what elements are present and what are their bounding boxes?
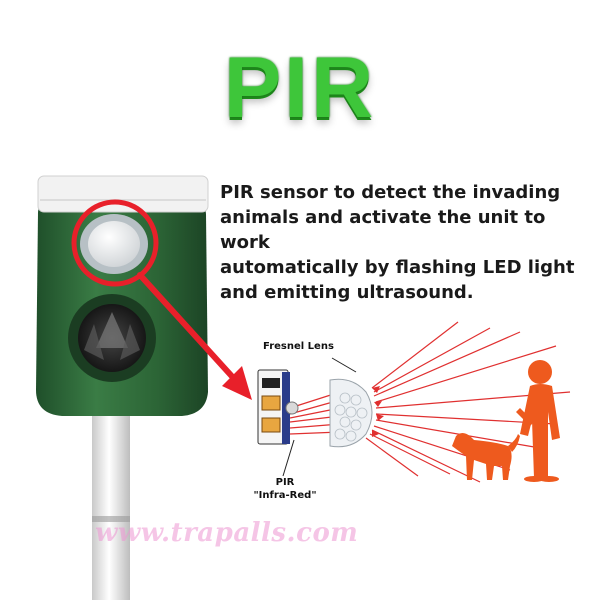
pir-sensor-lens [80, 214, 148, 274]
description-line: and emitting ultrasound. [220, 282, 474, 303]
highlight-circle [71, 199, 159, 287]
solar-top [37, 175, 209, 213]
pir-label: PIR "Infra-Red" [245, 476, 325, 502]
pir-label-line: PIR [275, 477, 295, 488]
red-arrow [137, 272, 252, 400]
watermark: www.trapalls.com [95, 518, 359, 548]
fresnel-lens-graphic [329, 378, 373, 448]
pir-circuit-module [257, 369, 299, 445]
stake-pole [92, 405, 130, 600]
fresnel-leader-line [331, 357, 357, 373]
page-title: PIR [223, 40, 377, 136]
description-line: PIR sensor to detect the invading [220, 182, 561, 203]
speaker [68, 294, 156, 382]
description-text: PIR sensor to detect the invading animal… [220, 180, 590, 305]
fresnel-lens-label: Fresnel Lens [263, 341, 334, 352]
repeller-device [36, 175, 209, 416]
dog-silhouette [452, 433, 520, 480]
description-line: automatically by flashing LED light [220, 257, 575, 278]
pir-leader-line [282, 439, 295, 477]
person-silhouette [516, 360, 560, 482]
pir-label-line: "Infra-Red" [253, 490, 317, 501]
description-line: animals and activate the unit to work [220, 207, 546, 253]
